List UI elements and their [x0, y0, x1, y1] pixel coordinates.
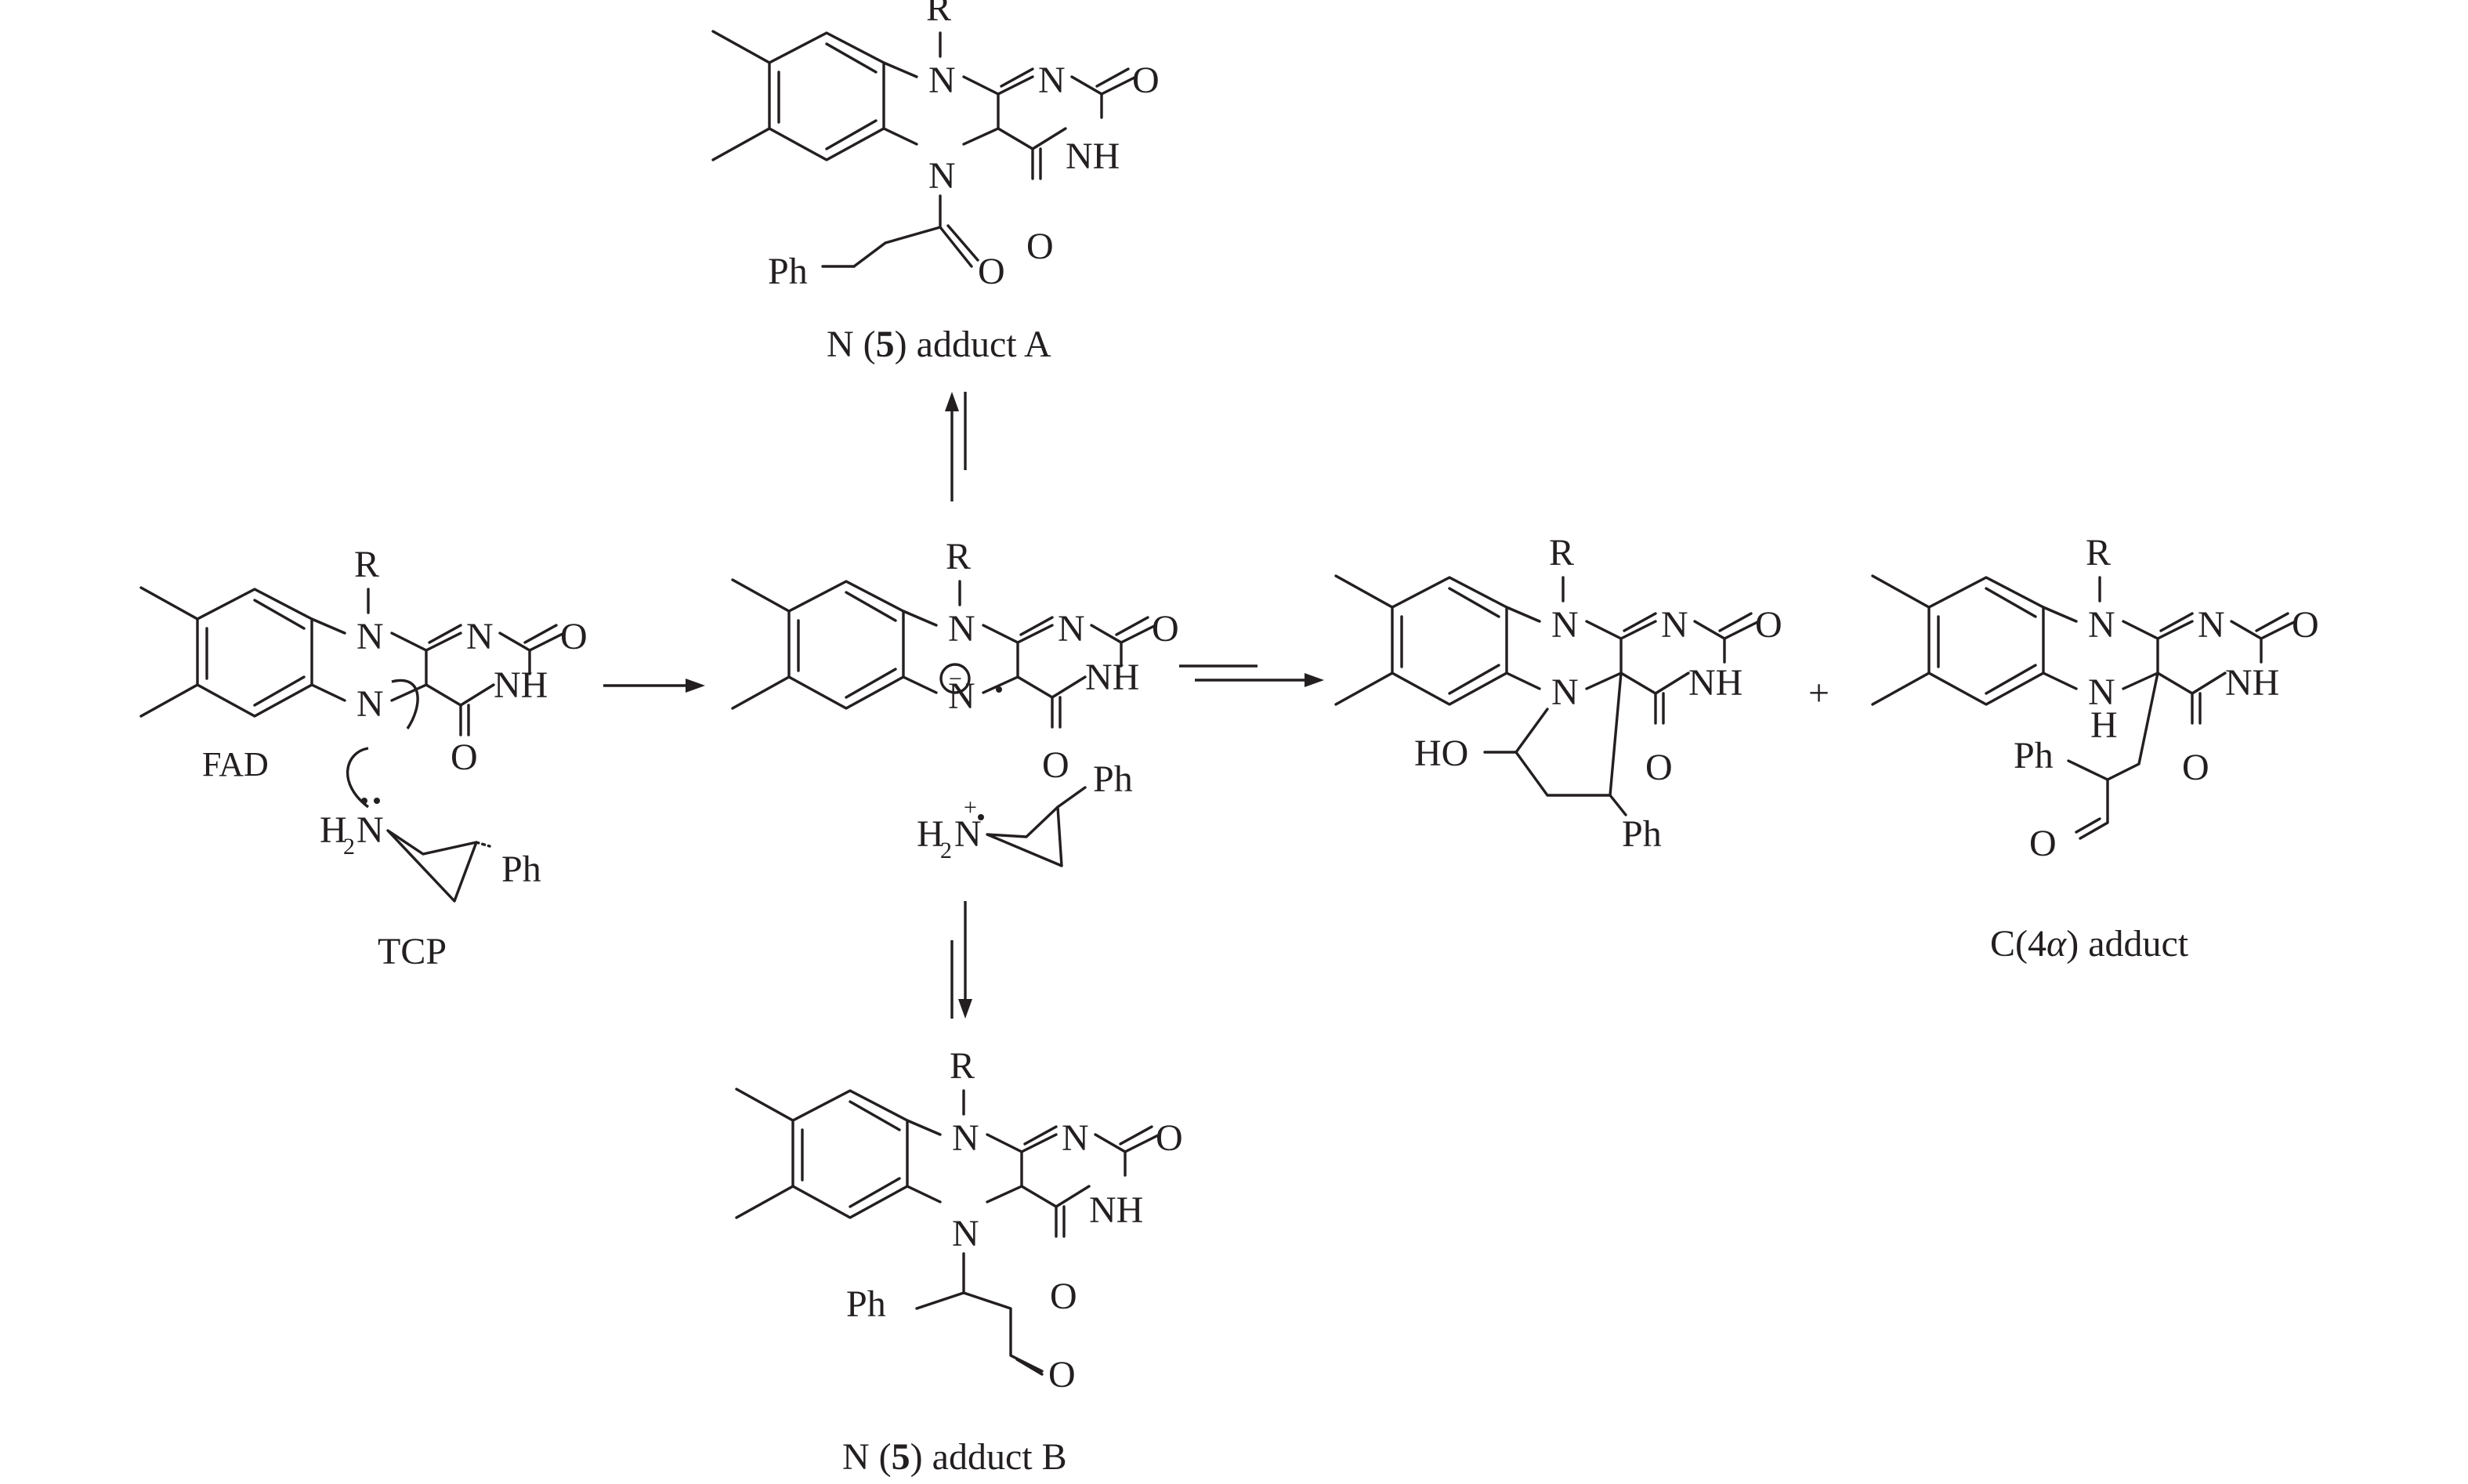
svg-text:O: O — [1050, 1276, 1077, 1317]
svg-text:N: N — [2198, 604, 2225, 646]
svg-text:N: N — [952, 1213, 979, 1254]
svg-text:N: N — [1661, 604, 1688, 646]
cyclic-adduct-structure: N N N R O NH O HO Ph — [1334, 532, 1782, 855]
equilibrium-arrow-right — [1179, 664, 1324, 687]
svg-text:HO: HO — [1414, 733, 1468, 774]
svg-text:R: R — [1549, 532, 1574, 574]
svg-text:O: O — [1156, 1117, 1183, 1159]
svg-text:N: N — [466, 616, 494, 657]
svg-text:O: O — [1042, 744, 1069, 786]
fad-structure: N N N R O NH O — [139, 544, 588, 778]
svg-text:N: N — [1062, 1117, 1089, 1159]
svg-text:R: R — [926, 0, 951, 29]
svg-text:N: N — [948, 675, 975, 717]
svg-text:O: O — [1132, 60, 1160, 101]
svg-text:Ph: Ph — [846, 1283, 886, 1325]
equilibrium-arrow-up — [945, 392, 967, 501]
svg-text:Ph: Ph — [1093, 758, 1133, 800]
svg-text:O: O — [2182, 747, 2209, 788]
svg-text:O: O — [1645, 747, 1673, 788]
svg-text:2: 2 — [940, 838, 952, 863]
adduct-b-structure: N N N R O NH O Ph O — [735, 1045, 1183, 1395]
svg-text:2: 2 — [343, 834, 355, 860]
aminium-radical: H 2 N + Ph — [917, 758, 1133, 867]
svg-text:N: N — [1058, 608, 1085, 650]
svg-text:NH: NH — [1089, 1189, 1143, 1231]
svg-text:Ph: Ph — [501, 849, 541, 890]
svg-text:N: N — [356, 683, 384, 725]
electron-arrow — [346, 747, 370, 809]
svg-text:O: O — [2029, 823, 2057, 864]
svg-text:NH: NH — [2225, 662, 2279, 704]
svg-text:O: O — [978, 251, 1005, 292]
svg-text:Ph: Ph — [2014, 735, 2054, 776]
tcp-label: TCP — [378, 931, 447, 972]
svg-text:N: N — [356, 616, 384, 657]
svg-text:R: R — [354, 544, 379, 585]
svg-text:H: H — [917, 813, 944, 855]
svg-text:N: N — [2088, 604, 2115, 646]
c4a-adduct-structure: N N H N R O NH O Ph O — [1871, 532, 2319, 864]
svg-text:NH: NH — [494, 664, 548, 706]
svg-text:O: O — [1755, 604, 1782, 646]
adduct-a-structure: N N N R O NH O O Ph — [711, 0, 1160, 292]
svg-text:R: R — [2086, 532, 2111, 574]
svg-text:N: N — [356, 809, 384, 851]
svg-text:N: N — [928, 60, 956, 101]
svg-text:O: O — [560, 616, 588, 657]
svg-text:NH: NH — [1085, 657, 1139, 698]
plus-sign: + — [1808, 672, 1829, 714]
tcp-structure: H 2 N Ph — [320, 798, 541, 903]
radical-dot — [996, 686, 1002, 693]
svg-text:N: N — [2088, 671, 2115, 713]
svg-text:H: H — [320, 809, 347, 851]
svg-text:N: N — [1038, 60, 1066, 101]
svg-text:R: R — [950, 1045, 975, 1087]
svg-text:N: N — [1551, 671, 1579, 713]
svg-text:N: N — [954, 813, 982, 855]
svg-text:+: + — [964, 794, 977, 820]
svg-text:−: − — [949, 666, 962, 692]
svg-text:O: O — [1026, 226, 1054, 267]
adduct-b-label: N (5) adduct B — [842, 1436, 1067, 1478]
svg-text:Ph: Ph — [1622, 813, 1662, 855]
svg-text:O: O — [451, 737, 478, 778]
anion-charge — [939, 663, 971, 694]
equilibrium-arrow-down — [950, 901, 972, 1019]
intermediate-structure: N N N R O NH O − — [731, 536, 1179, 786]
svg-text:N: N — [948, 608, 975, 650]
svg-text:O: O — [2292, 604, 2319, 646]
svg-text:Ph: Ph — [768, 251, 808, 292]
svg-text:H: H — [2090, 704, 2118, 746]
adduct-a-label: N (5) adduct A — [827, 324, 1051, 365]
svg-text:O: O — [1152, 608, 1179, 650]
fad-label: FAD — [202, 745, 269, 784]
svg-text:O: O — [1048, 1354, 1076, 1395]
svg-text:NH: NH — [1688, 662, 1742, 704]
svg-text:N: N — [1551, 604, 1579, 646]
svg-text:N: N — [928, 155, 956, 197]
electron-arrow — [391, 679, 419, 729]
c4a-adduct-label: C(4α) adduct — [1990, 923, 2189, 965]
svg-text:NH: NH — [1066, 136, 1120, 177]
svg-text:N: N — [952, 1117, 979, 1159]
svg-text:R: R — [946, 536, 971, 577]
